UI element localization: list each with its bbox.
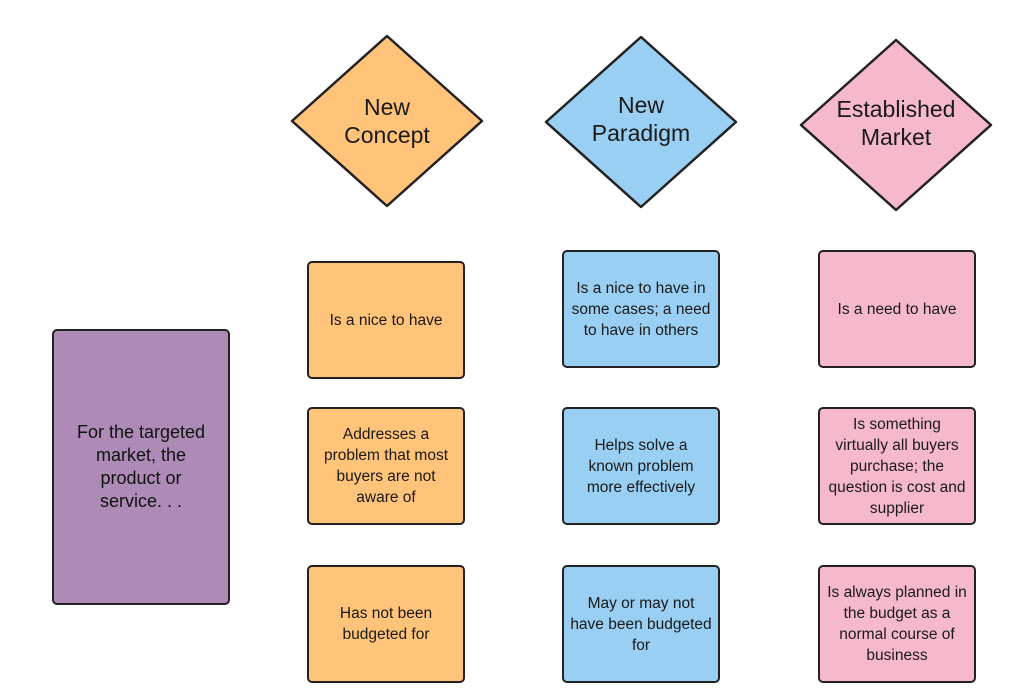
header-new-paradigm: New Paradigm xyxy=(543,34,739,210)
header-established-market: Established Market xyxy=(798,37,994,213)
header-new-concept: New Concept xyxy=(289,33,485,209)
diamond-shape xyxy=(544,35,738,209)
new-concept-cell-2: Addresses a problem that most buyers are… xyxy=(307,407,465,525)
side-label-card: For the targeted market, the product or … xyxy=(52,329,230,605)
new-concept-cell-1: Is a nice to have xyxy=(307,261,465,379)
diamond-shape xyxy=(799,38,993,212)
established-market-cell-3: Is always planned in the budget as a nor… xyxy=(818,565,976,683)
established-market-cell-2: Is something virtually all buyers purcha… xyxy=(818,407,976,525)
header-label: New Concept xyxy=(344,94,430,148)
diamond-shape xyxy=(290,34,484,208)
new-paradigm-cell-3: May or may not have been budgeted for xyxy=(562,565,720,683)
new-paradigm-cell-2: Helps solve a known problem more effecti… xyxy=(562,407,720,525)
header-label: Established Market xyxy=(836,96,956,150)
established-market-cell-1: Is a need to have xyxy=(818,250,976,368)
new-paradigm-cell-1: Is a nice to have in some cases; a need … xyxy=(562,250,720,368)
new-concept-cell-3: Has not been budgeted for xyxy=(307,565,465,683)
header-label: New Paradigm xyxy=(591,92,691,146)
